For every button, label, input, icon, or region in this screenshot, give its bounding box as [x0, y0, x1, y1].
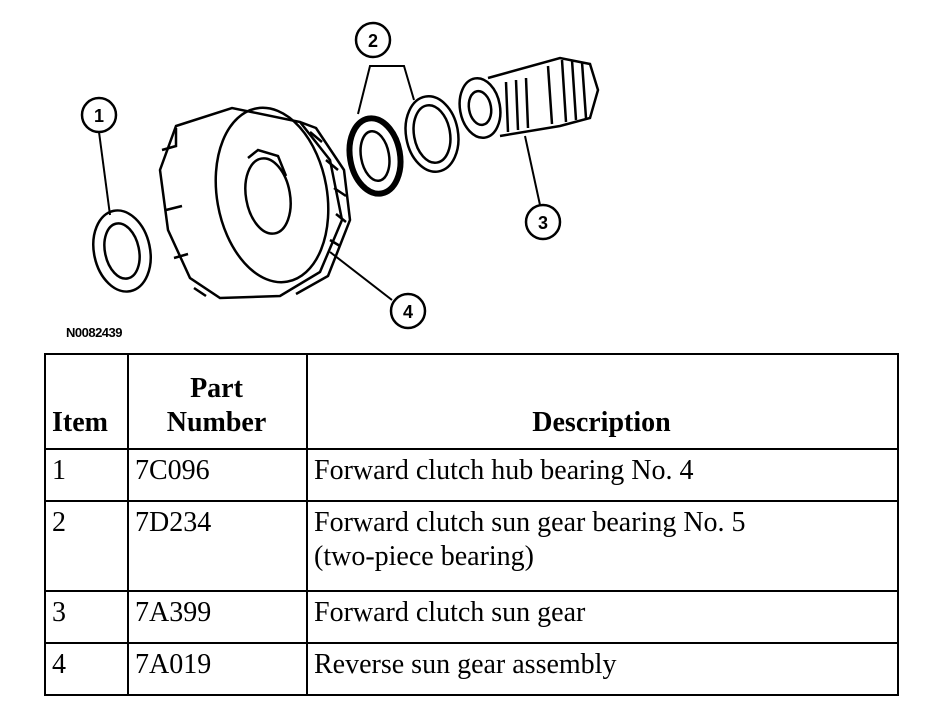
table-row: 4 7A019 Reverse sun gear assembly — [44, 642, 899, 696]
forward-clutch-sun-gear — [458, 56, 600, 139]
cell-description-line2: (two-piece bearing) — [314, 541, 534, 572]
callout-3-label: 3 — [538, 213, 548, 233]
callout-1-label: 1 — [94, 106, 104, 126]
cell-item: 3 — [44, 590, 129, 644]
hub-bearing-washer — [92, 209, 152, 293]
cell-description: Forward clutch hub bearing No. 4 — [306, 448, 899, 502]
header-part-number-line1: Part — [190, 373, 243, 404]
figure-id-label: N0082439 — [66, 325, 123, 340]
header-item: Item — [44, 353, 129, 450]
sun-gear-bearing-two-piece — [346, 95, 460, 197]
parts-table: Item Part Number Description 1 7C096 For… — [44, 353, 899, 696]
cell-part: 7A399 — [127, 590, 308, 644]
cell-part: 7C096 — [127, 448, 308, 502]
callout-4-circle — [389, 292, 427, 330]
cell-item: 4 — [44, 642, 129, 696]
cell-description-line1: Reverse sun gear assembly — [314, 649, 617, 680]
header-part-number: Part Number — [127, 353, 308, 450]
cell-description-line1: Forward clutch sun gear — [314, 597, 586, 628]
cell-item: 2 — [44, 500, 129, 592]
exploded-parts-diagram: 1 2 3 4 — [80, 21, 600, 330]
cell-description: Reverse sun gear assembly — [306, 642, 899, 696]
table-row: 2 7D234 Forward clutch sun gear bearing … — [44, 500, 899, 592]
table-row: 1 7C096 Forward clutch hub bearing No. 4 — [44, 448, 899, 502]
cell-description-line1: Forward clutch sun gear bearing No. 5 — [314, 507, 746, 538]
cell-item: 1 — [44, 448, 129, 502]
header-description: Description — [306, 353, 899, 450]
reverse-sun-gear-drum — [158, 106, 352, 300]
cell-description: Forward clutch sun gear — [306, 590, 899, 644]
header-part-number-line2: Number — [166, 407, 267, 438]
cell-part: 7A019 — [127, 642, 308, 696]
callout-2-circle — [354, 21, 392, 59]
callout-4-label: 4 — [403, 302, 413, 322]
cell-description: Forward clutch sun gear bearing No. 5 (t… — [306, 500, 899, 592]
cell-description-line1: Forward clutch hub bearing No. 4 — [314, 455, 694, 486]
callout-3-circle — [524, 203, 562, 241]
table-row: 3 7A399 Forward clutch sun gear — [44, 590, 899, 644]
cell-part: 7D234 — [127, 500, 308, 592]
callout-2-label: 2 — [368, 31, 378, 51]
table-header-row: Item Part Number Description — [44, 353, 899, 450]
callout-1-circle — [80, 96, 118, 134]
